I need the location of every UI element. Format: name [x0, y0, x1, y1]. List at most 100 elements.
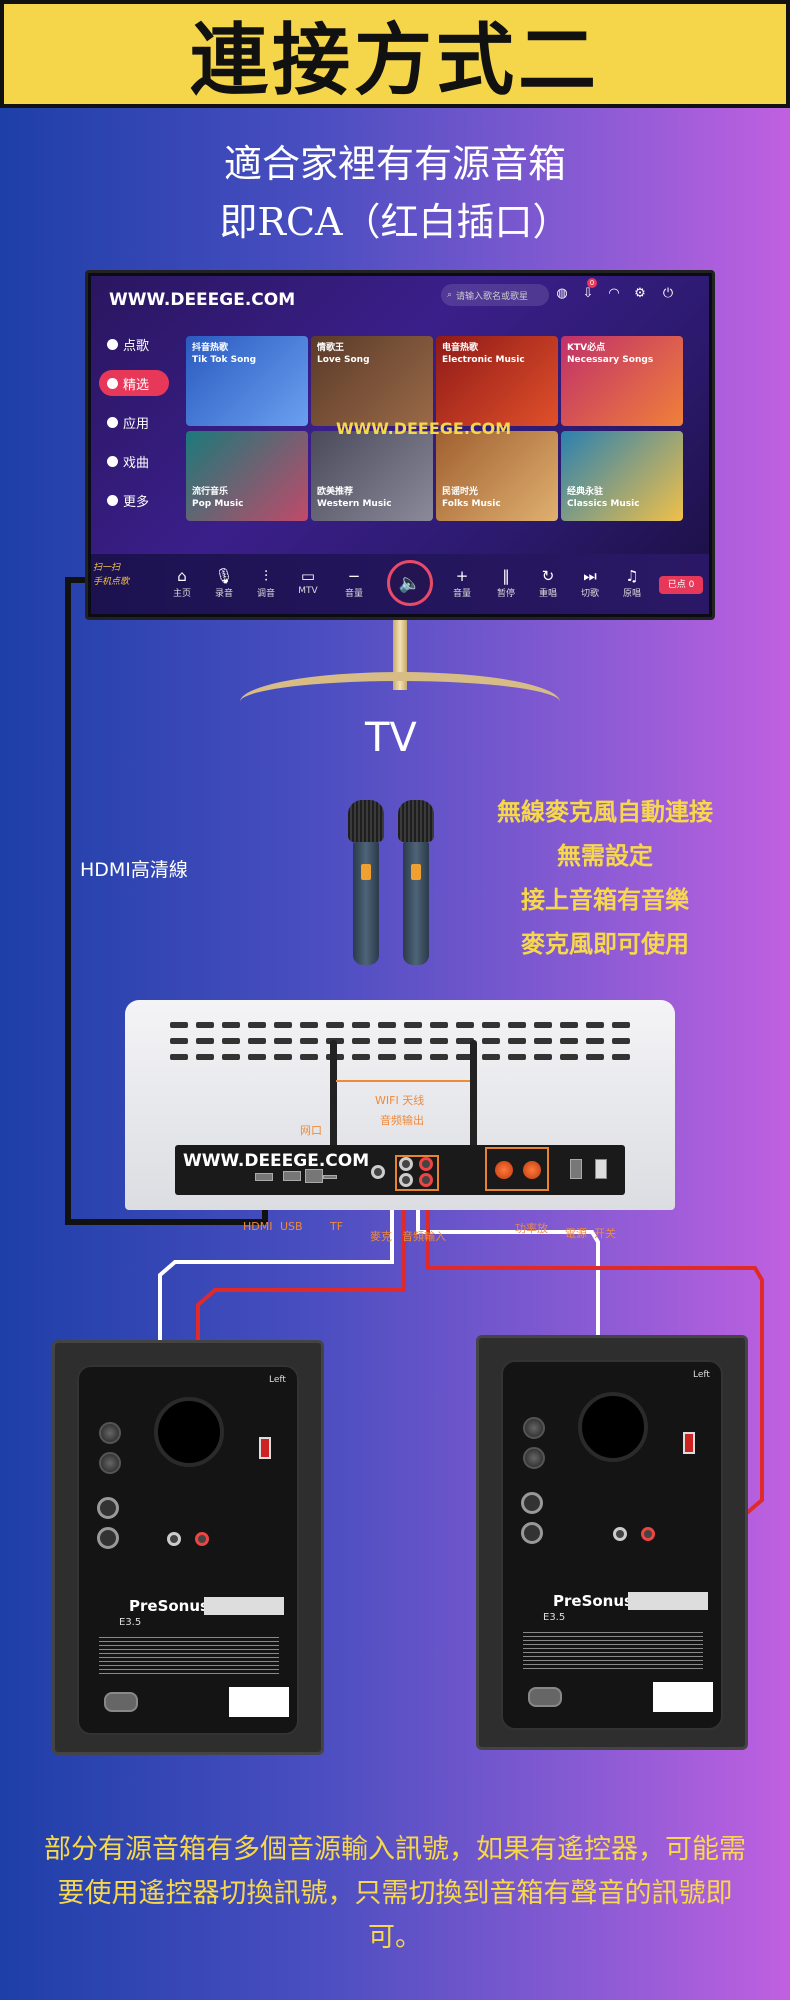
switch-label: 开关: [594, 1227, 616, 1240]
power-inlet: [528, 1687, 562, 1707]
download-icon[interactable]: ⇩: [582, 286, 594, 301]
next-song-button[interactable]: ⏭切歌: [569, 566, 611, 599]
mic-text-line: 無線麥克風自動連接: [497, 798, 713, 826]
amp-knob-right[interactable]: [523, 1161, 541, 1179]
menu-item-diange[interactable]: 点歌: [99, 331, 169, 357]
amp-controls: [485, 1147, 549, 1191]
power-socket: [570, 1159, 582, 1179]
volume-knob[interactable]: 🔈: [387, 560, 433, 606]
notification-badge: 0: [587, 278, 597, 288]
audio-io-box: [395, 1155, 439, 1191]
lf-knob[interactable]: [99, 1452, 121, 1474]
globe-icon[interactable]: ◍: [556, 286, 568, 301]
volume-down-button[interactable]: −音量: [333, 566, 375, 599]
queue-button[interactable]: 已点 0: [659, 576, 703, 594]
speaker-icon: 🔈: [398, 572, 422, 594]
rca-out-red: [419, 1157, 433, 1171]
tv-search-input[interactable]: ⌕ 请输入歌名或歌星: [441, 284, 549, 306]
speaker-rear-panel: Left PreSonus E3.5: [501, 1360, 723, 1730]
tv-screen: WWW.DEEEGE.COM ⌕ 请输入歌名或歌星 ◍ ⇩ 0 ◠ ⚙ ⏻ 点歌…: [91, 276, 709, 614]
mic-text-line: 無需設定: [557, 842, 653, 870]
speaker-model: E3.5: [543, 1612, 566, 1623]
microphone-1: [348, 800, 384, 965]
tv-bottom-bar: ⌂主页 🎙录音 ⫶调音 ▭MTV −音量 🔈 +音量 ‖暂停 ↻重唱 ⏭切歌 ♫…: [91, 554, 709, 614]
bass-port: [578, 1392, 648, 1462]
mtv-icon: ▭: [300, 567, 316, 585]
trs-jack-2: [97, 1527, 119, 1549]
mic-handle: [353, 842, 379, 965]
menu-item-yingyong[interactable]: 应用: [99, 409, 169, 435]
scan-qr-text: 扫一扫 手机点歌: [93, 563, 130, 587]
home-icon: ⌂: [177, 567, 187, 585]
menu-item-jingxuan[interactable]: 精选: [99, 370, 169, 396]
mic-text-line: 接上音箱有音樂: [521, 886, 689, 914]
hdmi-port-label: HDMI: [243, 1220, 273, 1233]
speaker-right: Left PreSonus E3.5: [476, 1335, 748, 1750]
lf-knob[interactable]: [523, 1447, 545, 1469]
wifi-icon[interactable]: ◠: [608, 286, 620, 301]
pause-icon: ‖: [502, 567, 510, 585]
menu-item-xiqu[interactable]: 戏曲: [99, 448, 169, 474]
pause-button[interactable]: ‖暂停: [485, 566, 527, 599]
trs-jack-2: [521, 1522, 543, 1544]
speaker-switch[interactable]: [259, 1437, 271, 1459]
subtitle-line-2: 即RCA（红白插口）: [219, 200, 571, 244]
mic-icon: 🎙: [214, 567, 234, 585]
replay-icon: ↻: [541, 567, 555, 585]
serial-label: [229, 1687, 289, 1717]
amp-knob-left[interactable]: [495, 1161, 513, 1179]
tf-slot: [323, 1175, 337, 1179]
more-icon: [107, 494, 118, 506]
subtitle-line-1: 適合家裡有有源音箱: [223, 142, 566, 186]
menu-label: 应用: [123, 416, 150, 432]
power-switch[interactable]: [595, 1159, 607, 1179]
usb-port-label: USB: [280, 1220, 303, 1233]
speaker-rear-panel: Left PreSonus E3.5: [77, 1365, 299, 1735]
warning-label: [204, 1597, 284, 1615]
gear-icon[interactable]: ⚙: [634, 286, 646, 301]
red-rca-cable-right: [426, 1200, 764, 1514]
audio-out-label: 音频输出: [380, 1114, 424, 1127]
trs-jack-1: [521, 1492, 543, 1514]
wifi-label: WIFI 天线: [375, 1094, 425, 1107]
rca-out-white: [399, 1157, 413, 1171]
speaker-side-label: Left: [693, 1370, 710, 1380]
hf-knob[interactable]: [523, 1417, 545, 1439]
warning-label: [628, 1592, 708, 1610]
mic-handle: [403, 842, 429, 965]
menu-item-gengduo[interactable]: 更多: [99, 487, 169, 513]
tune-button[interactable]: ⫶调音: [245, 566, 287, 599]
replay-button[interactable]: ↻重唱: [527, 566, 569, 599]
speaker-switch[interactable]: [683, 1432, 695, 1454]
record-button[interactable]: 🎙录音: [203, 566, 245, 599]
mtv-button[interactable]: ▭MTV: [287, 566, 329, 596]
mic-grille: [348, 800, 384, 842]
mic-grille: [398, 800, 434, 842]
microphone-2: [398, 800, 434, 965]
hf-knob[interactable]: [99, 1422, 121, 1444]
rca-in-white: [399, 1173, 413, 1187]
tv-label: TV: [365, 715, 417, 761]
home-button[interactable]: ⌂主页: [161, 566, 203, 599]
page-title: 連接方式二: [4, 4, 786, 106]
rca-in-red: [195, 1532, 209, 1546]
menu-label: 戏曲: [123, 455, 150, 471]
wifi-annotation-line: [336, 1080, 470, 1082]
bass-port: [154, 1397, 224, 1467]
original-vocal-button[interactable]: ♫原唱: [611, 566, 653, 599]
speaker-brand: PreSonus: [129, 1597, 209, 1615]
volume-up-button[interactable]: +音量: [441, 566, 483, 599]
tv-site-name: WWW.DEEEGE.COM: [109, 290, 296, 310]
amp-label: 功率放: [515, 1222, 548, 1235]
minus-icon: −: [347, 567, 361, 585]
power-icon[interactable]: ⏻: [662, 286, 674, 301]
